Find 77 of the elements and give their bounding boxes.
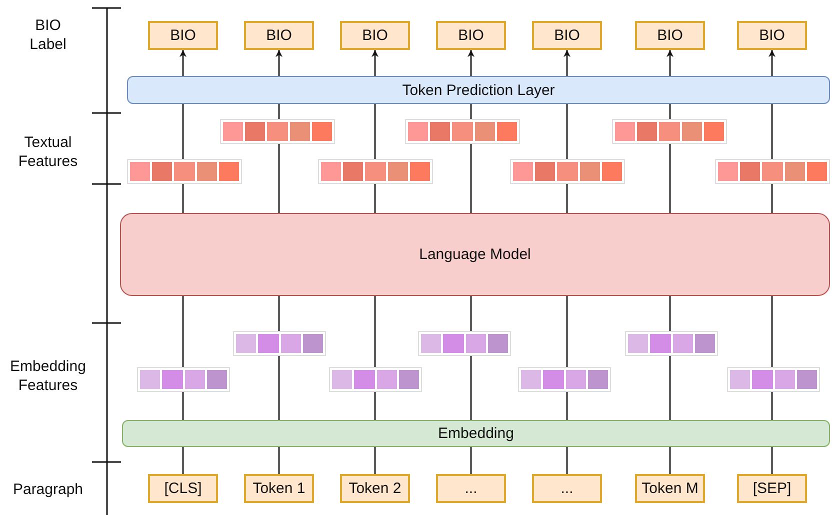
tag-box: ... — [532, 474, 602, 503]
connector-line — [470, 104, 472, 119]
connector-line — [470, 144, 472, 213]
connector-line — [182, 296, 184, 367]
connector-line — [669, 104, 671, 119]
feature-vector — [137, 367, 230, 392]
feature-vector — [510, 159, 625, 184]
row-label: Textual Features — [17, 133, 79, 171]
feature-vector — [329, 367, 422, 392]
connector-line — [771, 447, 773, 474]
connector-line — [566, 447, 568, 474]
connector-line — [669, 296, 671, 331]
arrow — [564, 50, 570, 76]
tag-box: [CLS] — [148, 474, 218, 503]
connector-line — [566, 184, 568, 213]
connector-line — [278, 447, 280, 474]
tag-box: [SEP] — [737, 474, 807, 503]
tag-box: Token 2 — [340, 474, 410, 503]
connector-line — [182, 184, 184, 213]
feature-vector — [625, 331, 718, 356]
feature-vector — [233, 331, 326, 356]
arrow — [468, 50, 474, 76]
tag-box: BIO — [436, 21, 506, 50]
connector-line — [771, 296, 773, 367]
feature-vector — [715, 159, 830, 184]
feature-vector — [405, 119, 520, 144]
connector-line — [182, 447, 184, 474]
arrow — [768, 50, 776, 76]
feature-vector — [612, 119, 727, 144]
feature-vector — [727, 367, 820, 392]
arrow — [180, 50, 186, 76]
connector-line — [278, 104, 280, 119]
feature-vector — [127, 159, 242, 184]
tag-box: BIO — [532, 21, 602, 50]
connector-line — [374, 392, 376, 420]
connector-line — [374, 296, 376, 367]
tag-box: BIO — [148, 21, 218, 50]
connector-line — [182, 104, 184, 159]
tag-box: BIO — [737, 21, 807, 50]
row-label: Embedding Features — [9, 357, 87, 395]
layer-bar: Embedding — [122, 420, 830, 447]
arrow — [372, 50, 378, 76]
connector-line — [566, 392, 568, 420]
connector-line — [182, 392, 184, 420]
connector-line — [470, 356, 472, 420]
feature-vector — [318, 159, 433, 184]
connector-line — [566, 296, 568, 367]
connector-line — [771, 104, 773, 159]
connector-line — [278, 356, 280, 420]
tag-box: BIO — [635, 21, 705, 50]
connector-line — [374, 184, 376, 213]
tag-box: ... — [436, 474, 506, 503]
arrow — [666, 50, 674, 76]
connector-line — [771, 392, 773, 420]
connector-line — [374, 447, 376, 474]
model-block: Language Model — [120, 213, 830, 296]
feature-vector — [418, 331, 511, 356]
feature-vector — [220, 119, 335, 144]
tag-box: Token M — [635, 474, 705, 503]
connector-line — [669, 144, 671, 213]
layer-bar: Token Prediction Layer — [127, 76, 830, 104]
connector-line — [470, 447, 472, 474]
feature-vector — [518, 367, 611, 392]
connector-line — [278, 296, 280, 331]
tag-box: BIO — [340, 21, 410, 50]
tag-box: Token 1 — [244, 474, 314, 503]
tag-box: BIO — [244, 21, 314, 50]
connector-line — [470, 296, 472, 331]
connector-line — [566, 104, 568, 159]
connector-line — [771, 184, 773, 213]
connector-line — [278, 144, 280, 213]
arrow — [276, 50, 282, 76]
row-label: BIO Label — [28, 16, 68, 54]
connector-line — [374, 104, 376, 159]
connector-line — [669, 356, 671, 420]
row-label: Paragraph — [12, 480, 84, 499]
connector-line — [669, 447, 671, 474]
